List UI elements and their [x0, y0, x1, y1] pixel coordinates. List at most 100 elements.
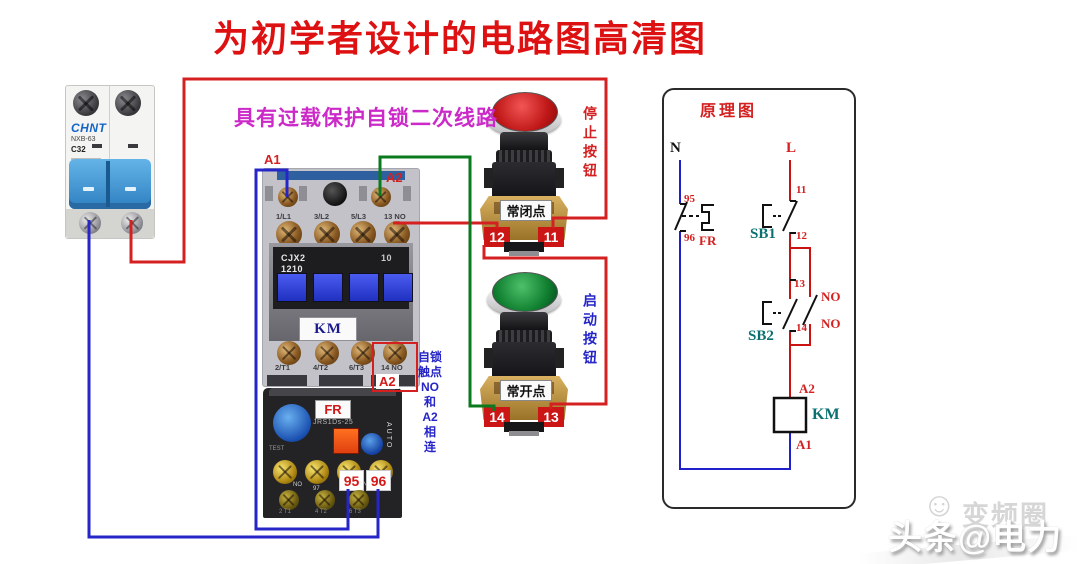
relay-95-tag: 95 — [339, 470, 364, 491]
contactor-top-knob — [323, 182, 347, 206]
relay-reset-dial[interactable] — [361, 433, 383, 455]
relay-bottom-screw-3 — [349, 490, 369, 510]
live-wire-red — [129, 77, 608, 409]
contactor-bottom-screw-4 — [383, 341, 407, 365]
schematic-sb2-label: SB2 — [748, 328, 774, 344]
relay-fr-text: FR — [324, 402, 342, 417]
schematic-14: 14 — [796, 322, 807, 334]
relay-test-label: TEST — [269, 446, 285, 452]
relay-screw-2 — [305, 460, 329, 484]
breaker-brand: CHNT — [71, 121, 107, 135]
stop-annotation: 停止按钮 — [582, 106, 598, 182]
selflock-highlight-box: A2 — [372, 342, 418, 392]
wire-stop12-to-start13 — [482, 245, 608, 409]
breaker-handle[interactable] — [69, 159, 151, 209]
relay-bottom-screw-2 — [315, 490, 335, 510]
contactor-model-line2: 1210 — [281, 264, 304, 274]
contactor-main-screw-1 — [276, 221, 302, 247]
schematic-lines — [674, 160, 818, 470]
contactor-main-screw-2 — [314, 221, 340, 247]
start-button-base — [504, 422, 544, 432]
contactor-nub — [265, 186, 273, 201]
start-button-cap[interactable] — [492, 272, 558, 312]
start-button-knurl — [496, 330, 552, 344]
circuit-subtitle: 具有过载保护自锁二次线路 — [234, 107, 498, 130]
schematic-a2: A2 — [799, 381, 815, 396]
wire-a1-to-95 — [254, 168, 350, 531]
start-contact-label: 常开点 — [500, 380, 552, 401]
schematic-fr-label: FR — [699, 233, 717, 248]
relay-current-dial[interactable] — [273, 404, 311, 442]
stop-terminal-12: 12 — [484, 227, 510, 247]
start-button-tab — [484, 348, 493, 368]
schematic-no-upper: NO — [821, 289, 841, 304]
terminal-label-3L2: 3/L2 — [314, 212, 330, 221]
watermark-handle: 头条@电力港 — [888, 519, 1063, 557]
contact-block-mark — [494, 382, 504, 394]
breaker-vent-slot — [128, 144, 138, 148]
breaker-top-screw-left — [73, 90, 99, 116]
sch-sb1-contact — [782, 200, 798, 232]
relay-bottom-label-2: 4 T2 — [315, 509, 327, 515]
stop-button-tab — [555, 168, 564, 188]
breaker-rating: C32 — [71, 145, 86, 154]
circuit-breaker: CHNT NXB-63 C32 — [65, 85, 155, 239]
relay-model: JRS1Ds-25 — [313, 419, 354, 426]
terminal-label-5L3: 5/L3 — [351, 212, 367, 221]
stop-button-tab — [484, 168, 493, 188]
wire-a2-to-start14 — [378, 155, 496, 411]
relay-auto-label: AUTO — [385, 422, 392, 450]
relay-screw-1 — [273, 460, 297, 484]
watermark-smiley-icon: ☺ — [922, 486, 957, 524]
selflock-note: 自锁 触点 NO 和 A2 相 连 — [417, 350, 442, 454]
breaker-handle-mark — [83, 187, 94, 191]
contactor-nub — [359, 186, 367, 201]
start-button-base-plate — [509, 431, 539, 436]
relay-no-label: NO — [293, 482, 302, 488]
sch-no-branch-top — [790, 247, 811, 297]
terminal-label-13NO: 13 NO — [384, 212, 406, 221]
stop-button-collar — [500, 132, 548, 154]
breaker-top-screw-right — [115, 90, 141, 116]
schematic-96: 96 — [684, 232, 695, 244]
stop-contact-label: 常闭点 — [500, 200, 552, 221]
contactor-foot — [267, 375, 307, 386]
contactor-aux-code: 10 — [381, 253, 393, 263]
contactor: 1/L1 3/L2 5/L3 13 NO CJX2 1210 10 KM 2/T… — [262, 168, 420, 387]
contactor-a1-label: A1 — [264, 152, 281, 167]
sch-sb1-actuator — [762, 204, 772, 228]
selflock-a2-tag: A2 — [376, 374, 399, 389]
schematic-l-label: L — [786, 140, 797, 156]
contactor-foot — [319, 375, 363, 386]
stop-terminal-11: 11 — [538, 227, 564, 247]
schematic-13: 13 — [794, 278, 805, 290]
relay-top-strip — [269, 388, 396, 396]
stop-button-cap[interactable] — [492, 92, 558, 132]
contactor-bottom-screw-2 — [315, 341, 339, 365]
sch-sb2-contact — [782, 298, 798, 330]
schematic-12: 12 — [796, 230, 807, 242]
relay-bottom-label-3: 6 T3 — [349, 509, 361, 515]
stop-button-base-plate — [509, 251, 539, 256]
contactor-bottom-screw-1 — [277, 341, 301, 365]
sch-km-coil — [772, 396, 808, 434]
contactor-coil-terminal-a2 — [371, 187, 391, 207]
contactor-blue-contact — [277, 273, 307, 302]
terminal-label-6T3: 6/T3 — [349, 363, 365, 372]
sch-no-contact — [802, 294, 818, 326]
coil-wire-green — [378, 155, 496, 411]
schematic-title: 原理图 — [700, 103, 758, 120]
wire-breaker-to-96 — [87, 220, 380, 539]
relay-bottom-screw-1 — [279, 490, 299, 510]
contactor-main-screw-3 — [350, 221, 376, 247]
schematic-panel — [662, 88, 856, 509]
contactor-blue-contact — [383, 273, 413, 302]
schematic-sb1-label: SB1 — [750, 226, 776, 242]
neutral-wire-blue — [87, 168, 380, 539]
schematic-n-label: N — [670, 140, 681, 156]
contactor-nub — [299, 186, 307, 201]
schematic-11: 11 — [796, 184, 807, 196]
relay-stop-button[interactable] — [333, 428, 359, 454]
start-terminal-13: 13 — [538, 407, 564, 427]
